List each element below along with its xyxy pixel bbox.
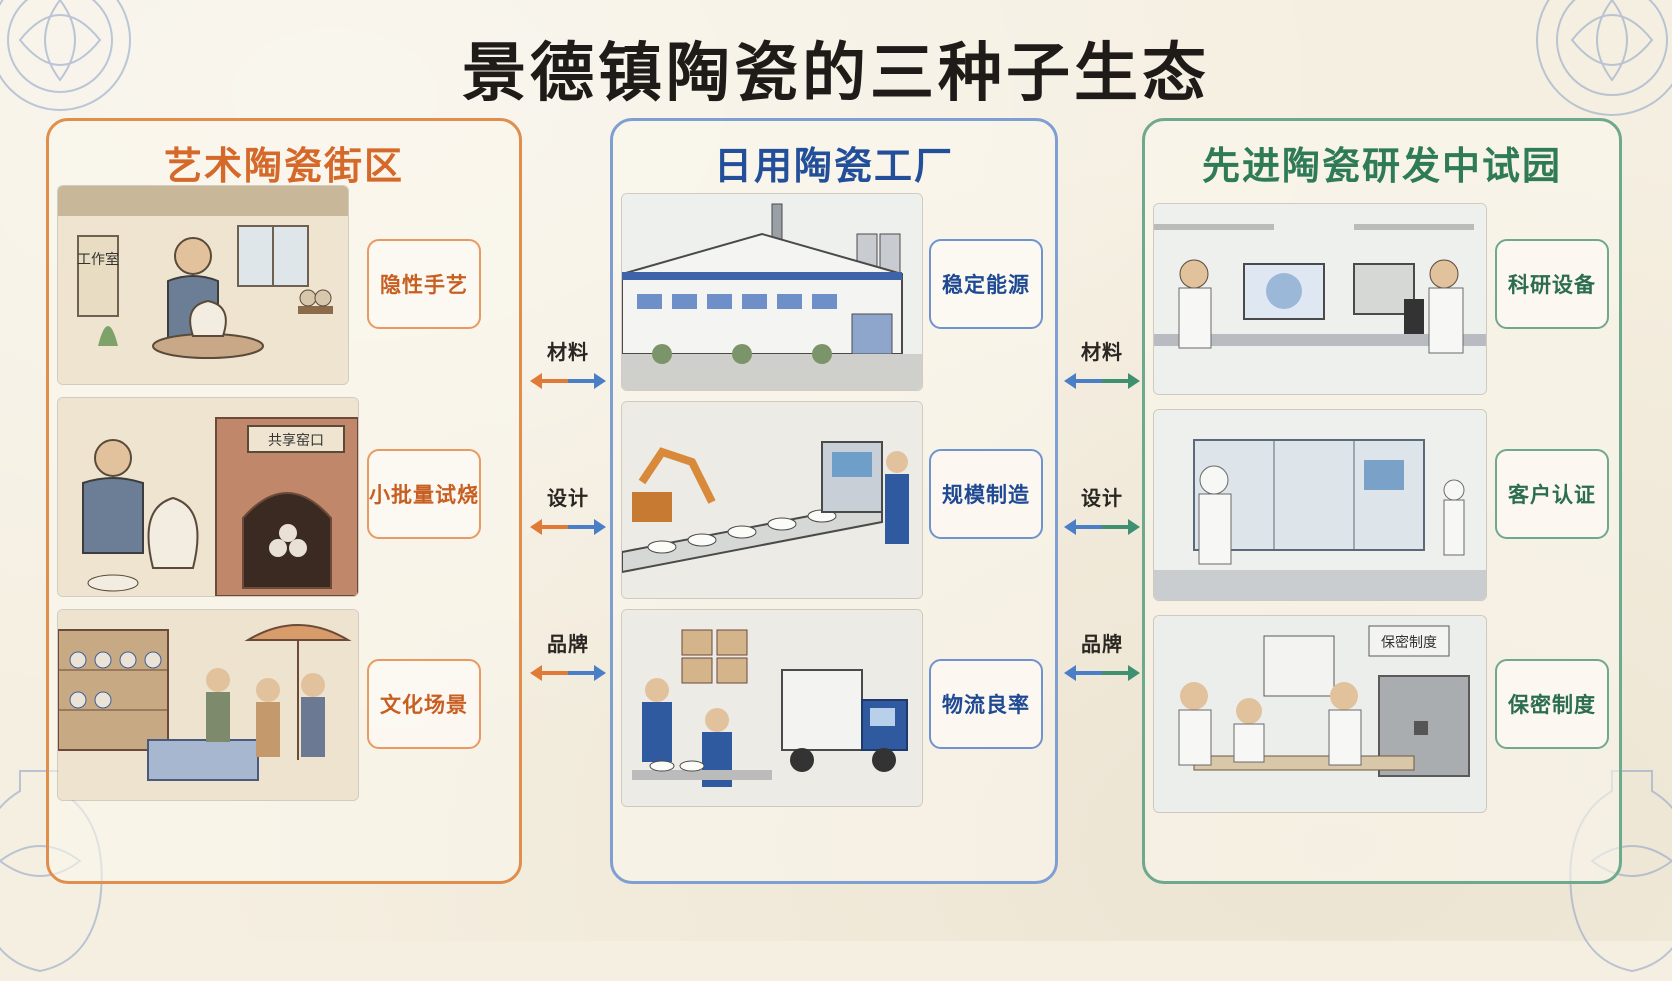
feature-stable-energy: 稳定能源 xyxy=(929,239,1043,329)
blue-floral-corner-decoration xyxy=(0,0,131,111)
link-label-brand-right: 品牌 xyxy=(1081,632,1123,656)
link-label-design-right: 设计 xyxy=(1081,486,1123,510)
panel-title-art: 艺术陶瓷街区 xyxy=(163,144,404,188)
double-arrow-icon xyxy=(530,373,606,389)
double-arrow-icon xyxy=(530,665,606,681)
blue-floral-corner-decoration xyxy=(1536,0,1672,116)
double-arrow-icon xyxy=(1064,373,1140,389)
shared-kiln-scene: 共享窑口 xyxy=(57,397,359,597)
factory-building-scene xyxy=(621,193,923,391)
pottery-wheel-workshop-scene: 工作室 xyxy=(57,185,349,385)
feature-small-batch-firing: 小批量试烧 xyxy=(367,449,481,539)
feature-customer-certification: 客户认证 xyxy=(1495,449,1609,539)
feature-research-equipment: 科研设备 xyxy=(1495,239,1609,329)
link-label-design-left: 设计 xyxy=(547,486,589,510)
link-material-right: 材料 xyxy=(1062,336,1142,391)
shared-kiln-sign: 共享窑口 xyxy=(268,432,324,449)
feature-cultural-scene: 文化场景 xyxy=(367,659,481,749)
logistics-inspection-scene xyxy=(621,609,923,807)
cleanroom-pilot-line-scene xyxy=(1153,409,1487,601)
daily-ceramics-panel: 日用陶瓷工厂 xyxy=(610,118,1058,884)
double-arrow-icon xyxy=(530,519,606,535)
panel-title-advanced: 先进陶瓷研发中试园 xyxy=(1201,144,1562,188)
link-design-left: 设计 xyxy=(528,482,608,537)
page-title: 景德镇陶瓷的三种子生态 xyxy=(462,36,1210,111)
panel-title-daily: 日用陶瓷工厂 xyxy=(713,144,954,188)
art-ceramics-panel: 艺术陶瓷街区 工作室 共享窑口 xyxy=(46,118,522,884)
feature-hidden-craft: 隐性手艺 xyxy=(367,239,481,329)
confidential-meeting-scene: 保密制度 xyxy=(1153,615,1487,813)
research-lab-scene xyxy=(1153,203,1487,395)
confidentiality-sign: 保密制度 xyxy=(1381,634,1437,651)
double-arrow-icon xyxy=(1064,665,1140,681)
link-design-right: 设计 xyxy=(1062,482,1142,537)
link-brand-left: 品牌 xyxy=(528,628,608,683)
workshop-sign: 工作室 xyxy=(77,251,119,268)
link-brand-right: 品牌 xyxy=(1062,628,1142,683)
cultural-market-scene xyxy=(57,609,359,801)
link-label-material-right: 材料 xyxy=(1081,340,1123,364)
advanced-ceramics-panel: 先进陶瓷研发中试园 xyxy=(1142,118,1622,884)
automated-production-line-scene xyxy=(621,401,923,599)
link-label-brand-left: 品牌 xyxy=(547,632,589,656)
feature-scale-manufacturing: 规模制造 xyxy=(929,449,1043,539)
double-arrow-icon xyxy=(1064,519,1140,535)
link-material-left: 材料 xyxy=(528,336,608,391)
feature-logistics-yield: 物流良率 xyxy=(929,659,1043,749)
feature-confidentiality-system: 保密制度 xyxy=(1495,659,1609,749)
link-label-material-left: 材料 xyxy=(547,340,589,364)
